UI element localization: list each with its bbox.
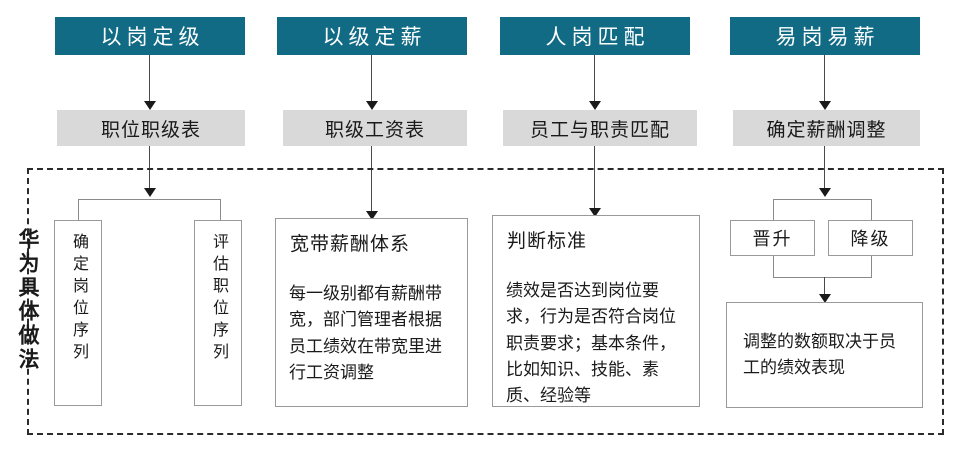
arrow-head-h1 bbox=[144, 101, 156, 110]
vertical-box-c1-2: 评估职位序列 bbox=[194, 220, 242, 406]
arrow-head-c4-final bbox=[819, 294, 831, 303]
subhead-box-1: 职位职级表 bbox=[57, 110, 245, 146]
subhead-box-3: 员工与职责匹配 bbox=[503, 110, 697, 146]
branch-drop-c1-left bbox=[78, 199, 79, 221]
vertical-box-c1-2-label: 评估职位序列 bbox=[210, 233, 227, 365]
merge-riser-c4-right bbox=[871, 256, 872, 278]
arrow-head-g2 bbox=[366, 211, 378, 220]
header-box-2: 以级定薪 bbox=[277, 17, 467, 55]
branch-drop-c1-right bbox=[220, 199, 221, 221]
content-card-c3: 判断标准 绩效是否达到岗位要求，行为是否符合岗位职责要求；基本条件，比如知识、技… bbox=[492, 215, 700, 407]
final-box-c4-label: 调整的数额取决于员工的绩效表现 bbox=[743, 331, 896, 377]
content-card-c2: 宽带薪酬体系 每一级别都有薪酬带宽，部门管理者根据员工绩效在带宽里进行工资调整 bbox=[275, 218, 468, 407]
connector-line-h3 bbox=[594, 55, 595, 103]
small-box-promote: 晋升 bbox=[730, 220, 815, 256]
branch-drop-c4-left bbox=[773, 199, 774, 221]
content-card-c2-title: 宽带薪酬体系 bbox=[290, 234, 411, 255]
content-card-c3-body: 绩效是否达到岗位要求，行为是否符合岗位职责要求；基本条件，比如知识、技能、素质、… bbox=[506, 281, 676, 406]
content-card-c3-title: 判断标准 bbox=[507, 231, 588, 252]
subhead-box-4: 确定薪酬调整 bbox=[733, 110, 920, 146]
connector-line-g3 bbox=[594, 146, 595, 214]
connector-line-h1 bbox=[149, 55, 150, 103]
merge-drop-c4 bbox=[824, 277, 825, 297]
arrow-head-h3 bbox=[589, 101, 601, 110]
branch-drop-c4-right bbox=[871, 199, 872, 221]
merge-riser-c4-left bbox=[773, 256, 774, 278]
vertical-box-c1-1: 确定岗位序列 bbox=[54, 220, 102, 406]
connector-line-h2 bbox=[371, 55, 372, 103]
header-box-3: 人岗匹配 bbox=[500, 17, 690, 55]
final-box-c4: 调整的数额取决于员工的绩效表现 bbox=[726, 302, 923, 408]
header-box-1: 以岗定级 bbox=[55, 17, 245, 55]
branch-bar-c1 bbox=[78, 199, 221, 200]
side-label-vertical: 华为具体做法 bbox=[16, 228, 39, 372]
arrow-head-h2 bbox=[366, 101, 378, 110]
arrow-head-g3 bbox=[589, 208, 601, 217]
connector-line-h4 bbox=[824, 55, 825, 103]
branch-bar-c4 bbox=[773, 199, 872, 200]
connector-line-g2 bbox=[371, 146, 372, 216]
arrow-head-g1 bbox=[144, 188, 156, 197]
small-box-demote: 降级 bbox=[828, 220, 913, 256]
header-box-4: 易岗易薪 bbox=[730, 17, 920, 55]
arrow-head-h4 bbox=[819, 101, 831, 110]
content-card-c2-body: 每一级别都有薪酬带宽，部门管理者根据员工绩效在带宽里进行工资调整 bbox=[289, 284, 442, 383]
vertical-box-c1-1-label: 确定岗位序列 bbox=[70, 233, 87, 365]
huawei-practice-container bbox=[27, 168, 944, 435]
subhead-box-2: 职级工资表 bbox=[283, 110, 467, 146]
arrow-head-g4 bbox=[819, 188, 831, 197]
merge-bar-c4 bbox=[773, 277, 872, 278]
